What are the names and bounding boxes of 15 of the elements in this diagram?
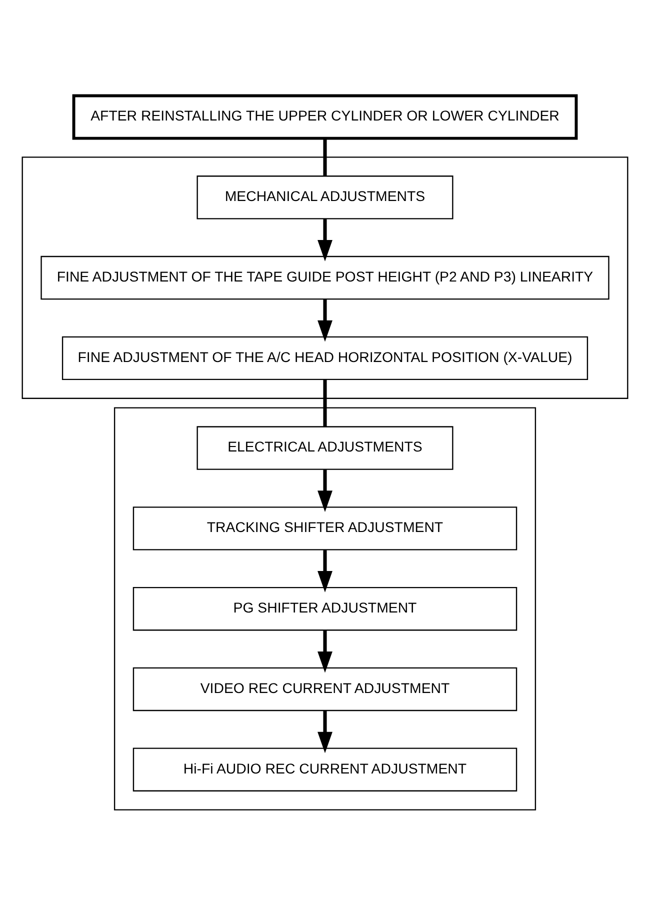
arrow (318, 550, 332, 592)
arrow (318, 630, 332, 672)
node-box: AFTER REINSTALLING THE UPPER CYLINDER OR LOWER CYLINDER (72, 94, 578, 140)
arrow (318, 469, 332, 512)
node-box: PG SHIFTER ADJUSTMENT (132, 586, 518, 630)
connector (323, 138, 327, 176)
arrow (318, 218, 332, 261)
node-box: Hi-Fi AUDIO REC CURRENT ADJUSTMENT (132, 747, 518, 791)
node-box: TRACKING SHIFTER ADJUSTMENT (132, 506, 518, 550)
connector (323, 379, 327, 426)
node-box: FINE ADJUSTMENT OF THE A/C HEAD HORIZONTAL POSITION (X-VALUE) (62, 336, 588, 380)
arrow (318, 298, 332, 342)
arrow (318, 710, 332, 753)
node-box: VIDEO REC CURRENT ADJUSTMENT (132, 666, 518, 711)
node-box: FINE ADJUSTMENT OF THE TAPE GUIDE POST HEIGHT (P2 AND P3) LINEARITY (40, 255, 610, 300)
